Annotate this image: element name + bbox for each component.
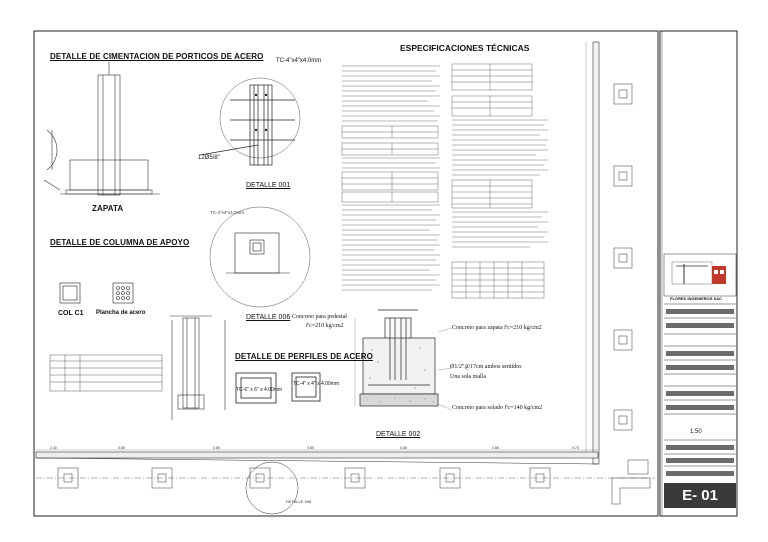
label-detalle-008: DETALLE 008 bbox=[286, 499, 312, 504]
dim-2: 0.85 bbox=[118, 446, 125, 450]
dim-5: 0.85 bbox=[400, 446, 407, 450]
company-name: FLORES INGENIEROS SAC bbox=[670, 296, 723, 301]
sheet-code: E- 01 bbox=[664, 483, 736, 508]
label-zapata: ZAPATA bbox=[92, 204, 124, 213]
title-especificaciones: ESPECIFICACIONES TÉCNICAS bbox=[400, 43, 530, 53]
label-concreto-pedestal-2: f'c=210 kg/cm2 bbox=[306, 323, 344, 329]
label-tc-top: TC-4"x4"x4.0mm bbox=[276, 58, 322, 64]
scale-value: 1:50 bbox=[690, 429, 702, 435]
label-concreto-pedestal-1: Concreto para pedestal bbox=[292, 314, 347, 320]
label-tc-bottom-1: TC-6" x 6" x 4.00mm bbox=[236, 387, 283, 393]
title-cimentacion: DETALLE DE CIMENTACION DE PORTICOS DE AC… bbox=[50, 52, 264, 61]
label-col-c1: COL C1 bbox=[58, 310, 84, 317]
label-detalle-002: DETALLE 002 bbox=[376, 431, 421, 438]
title-perfiles: DETALLE DE PERFILES DE ACERO bbox=[235, 352, 373, 361]
label-concreto-zapata: Concreto para zapata f'c=210 kg/cm2 bbox=[452, 325, 542, 331]
label-solado: Concreto para solado f'c=140 kg/cm2 bbox=[452, 405, 543, 411]
dim-6: 0.85 bbox=[492, 446, 499, 450]
label-tc-mid: TC-4"x4"x4.0mm bbox=[210, 210, 244, 215]
title-columna-apoyo: DETALLE DE COLUMNA DE APOYO bbox=[50, 238, 190, 247]
dim-7: 0.75 bbox=[572, 446, 579, 450]
label-tc-bottom-2: TC-4" x 4" x 4.00mm bbox=[293, 381, 340, 387]
label-refuerzo: Ø1/2"@17cm ambos sentidos bbox=[450, 364, 522, 370]
label-plancha: Plancha de acero bbox=[96, 310, 146, 316]
company-logo bbox=[671, 261, 726, 285]
dim-1: 2.30 bbox=[50, 446, 57, 450]
dim-3: 0.85 bbox=[213, 446, 220, 450]
label-detalle-006: DETALLE 006 bbox=[246, 314, 291, 321]
dim-4: 0.85 bbox=[307, 446, 314, 450]
label-malla: Una sola malla bbox=[450, 374, 486, 380]
label-detalle-001: DETALLE 001 bbox=[246, 182, 291, 189]
label-diam: 12Ø5/8" bbox=[198, 155, 220, 161]
